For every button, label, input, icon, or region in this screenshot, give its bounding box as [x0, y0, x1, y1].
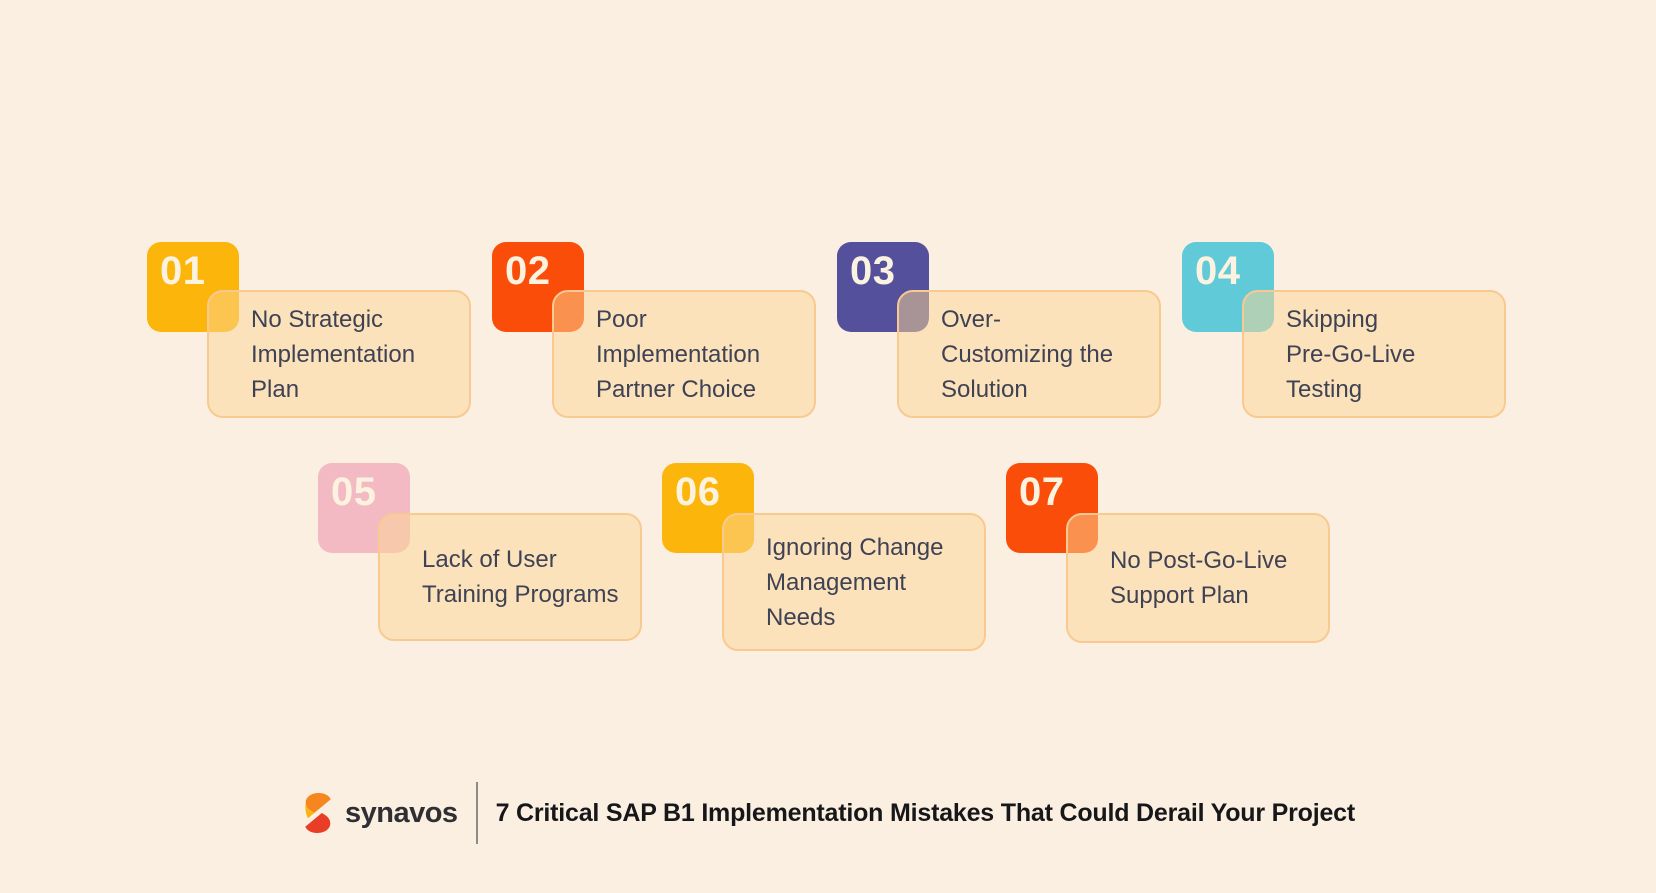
- mistake-number: 05: [331, 470, 377, 514]
- mistake-number: 04: [1195, 249, 1241, 293]
- mistake-title: Skipping Pre-Go-Live Testing: [1286, 302, 1415, 407]
- mistake-number: 02: [505, 249, 551, 293]
- mistake-title-line: Testing: [1286, 375, 1363, 403]
- mistake-title-line: Implementation: [251, 340, 416, 368]
- mistake-card: Poor Implementation Partner Choice: [552, 290, 816, 418]
- mistake-title-line: Partner Choice: [596, 375, 757, 403]
- mistake-card: No Strategic Implementation Plan: [207, 290, 471, 418]
- mistake-title: No Strategic Implementation Plan: [251, 302, 415, 407]
- mistake-title: Lack of User Training Programs: [422, 542, 619, 612]
- mistake-number: 03: [850, 249, 896, 293]
- mistake-card: Over- Customizing the Solution: [897, 290, 1161, 418]
- mistake-title-line: Poor: [596, 305, 647, 333]
- mistake-card: Ignoring Change Management Needs: [722, 513, 986, 651]
- synavos-logo-icon: [305, 793, 331, 833]
- mistake-card: Lack of User Training Programs: [378, 513, 642, 641]
- mistake-title-line: Management: [766, 568, 907, 596]
- mistake-title: Ignoring Change Management Needs: [766, 530, 943, 635]
- mistake-title-line: Plan: [251, 375, 300, 403]
- mistake-title-line: Support Plan: [1110, 582, 1249, 609]
- mistake-number: 07: [1019, 470, 1065, 514]
- mistake-title-line: Solution: [941, 375, 1028, 403]
- mistake-title-line: Lack of User: [422, 546, 557, 573]
- mistake-number-tile: 04: [1182, 242, 1274, 332]
- mistake-title-line: Customizing the: [941, 340, 1114, 368]
- mistake-title-line: Over-: [941, 305, 1001, 333]
- mistake-number: 06: [675, 470, 721, 514]
- synavos-brand: synavos: [301, 790, 458, 836]
- infographic-title: 7 Critical SAP B1 Implementation Mistake…: [495, 798, 1356, 827]
- mistake-title-line: Skipping: [1286, 305, 1379, 333]
- mistake-title-line: Ignoring Change: [766, 533, 944, 561]
- mistake-title: Over- Customizing the Solution: [941, 302, 1113, 407]
- footer-divider: [475, 782, 478, 844]
- mistake-title-line: Needs: [766, 603, 836, 631]
- synavos-wordmark: synavos: [344, 796, 458, 829]
- mistake-title-line: No Strategic: [251, 305, 384, 333]
- footer: synavos 7 Critical SAP B1 Implementation…: [0, 782, 1656, 844]
- mistake-card: No Post-Go-Live Support Plan: [1066, 513, 1330, 643]
- mistake-title-line: Pre-Go-Live: [1286, 340, 1416, 368]
- mistake-title-line: Implementation: [596, 340, 761, 368]
- mistake-number-tile: 01: [147, 242, 239, 332]
- mistake-number: 01: [160, 249, 206, 293]
- mistake-title-line: Training Programs: [422, 581, 619, 608]
- mistake-title-line: No Post-Go-Live: [1110, 547, 1288, 574]
- mistake-title: No Post-Go-Live Support Plan: [1110, 543, 1287, 613]
- mistake-card: Skipping Pre-Go-Live Testing: [1242, 290, 1506, 418]
- mistake-title: Poor Implementation Partner Choice: [596, 302, 760, 407]
